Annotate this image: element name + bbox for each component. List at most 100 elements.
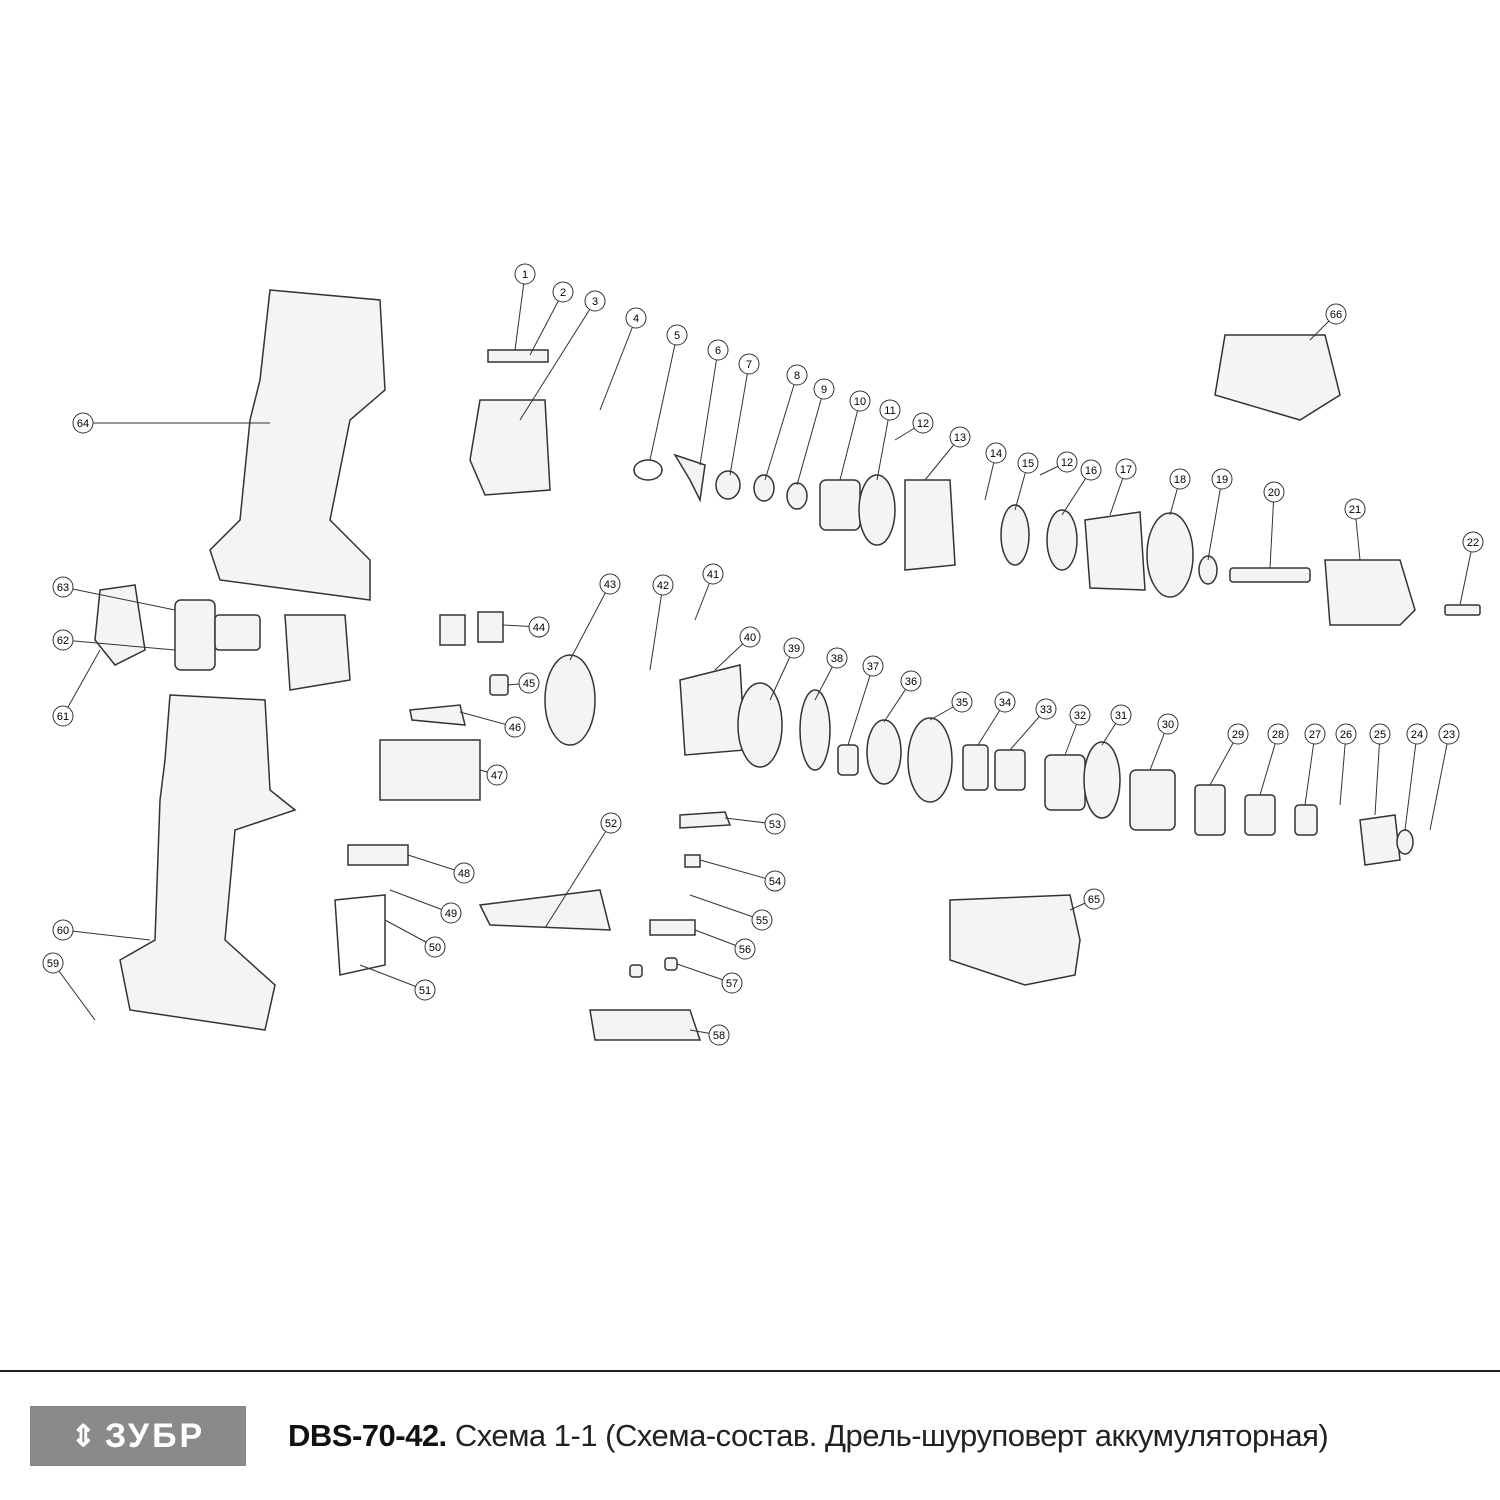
- callout-number: 64: [77, 418, 89, 430]
- part-callout: 25: [1369, 723, 1391, 745]
- callout-number: 36: [905, 676, 917, 688]
- part-callout: 60: [52, 919, 74, 941]
- part-callout: 51: [414, 979, 436, 1001]
- callout-circle: [1335, 723, 1357, 745]
- callout-number: 49: [445, 908, 457, 920]
- callout-number: 14: [990, 448, 1002, 460]
- part-callout: 57: [721, 972, 743, 994]
- callout-number: 23: [1443, 729, 1455, 741]
- callout-number: 55: [756, 915, 768, 927]
- callout-number: 3: [592, 296, 598, 308]
- callout-number: 58: [713, 1030, 725, 1042]
- leader-line: [699, 349, 719, 466]
- part-callout: 54: [764, 870, 786, 892]
- battery-pack: [949, 894, 1081, 986]
- part-callout: 44: [528, 616, 550, 638]
- callout-circle: [951, 691, 973, 713]
- callout-circle: [786, 364, 808, 386]
- leader-line: [52, 962, 96, 1021]
- callout-circle: [764, 870, 786, 892]
- callout-number: 5: [674, 330, 680, 342]
- leader-line: [1259, 733, 1279, 796]
- callout-circle: [1462, 531, 1484, 553]
- callout-number: 7: [746, 359, 752, 371]
- callout-circle: [440, 902, 462, 924]
- part-callout: 32: [1069, 704, 1091, 726]
- motor-stator: [284, 614, 351, 691]
- callout-circle: [518, 672, 540, 694]
- part-callout: 19: [1211, 468, 1233, 490]
- callout-circle: [1035, 698, 1057, 720]
- part-callout: 43: [599, 573, 621, 595]
- gearbox-housing: [469, 399, 551, 496]
- leader-line: [599, 317, 637, 411]
- callout-circle: [739, 626, 761, 648]
- callout-number: 28: [1272, 729, 1284, 741]
- brand-arrow-icon: ⇕: [70, 1419, 99, 1453]
- callout-circle: [514, 263, 536, 285]
- part-callout: 3: [584, 290, 606, 312]
- callout-number: 11: [884, 405, 895, 417]
- leader-line: [62, 929, 151, 941]
- callout-number: 10: [854, 396, 866, 408]
- callout-number: 43: [604, 579, 616, 591]
- callout-circle: [751, 909, 773, 931]
- part-callout: 42: [652, 574, 674, 596]
- callout-circle: [1267, 723, 1289, 745]
- part-callout: 34: [994, 691, 1016, 713]
- callout-number: 15: [1022, 458, 1034, 470]
- callout-circle: [949, 426, 971, 448]
- leader-line: [569, 583, 611, 661]
- part-callout: 26: [1335, 723, 1357, 745]
- callout-number: 52: [605, 818, 617, 830]
- part-callout: 49: [440, 902, 462, 924]
- callout-number: 44: [533, 622, 545, 634]
- housing-half-right: [119, 694, 297, 1031]
- callout-circle: [52, 576, 74, 598]
- callout-circle: [1227, 723, 1249, 745]
- callout-circle: [1017, 452, 1039, 474]
- part-callout: 65: [1083, 888, 1105, 910]
- callout-circle: [879, 399, 901, 421]
- callout-circle: [994, 691, 1016, 713]
- callout-circle: [52, 629, 74, 651]
- leader-line: [876, 409, 891, 481]
- part-callout: 7: [738, 353, 760, 375]
- part-callout: 64: [72, 412, 94, 434]
- callout-number: 32: [1074, 710, 1086, 722]
- motor-end-cap: [94, 584, 146, 666]
- part-callout: 29: [1227, 723, 1249, 745]
- leader-line: [62, 586, 176, 611]
- callout-number: 65: [1088, 894, 1100, 906]
- part-callout: 28: [1267, 723, 1289, 745]
- part-callout: 38: [826, 647, 848, 669]
- part-callout: 22: [1462, 531, 1484, 553]
- fan: [174, 599, 216, 671]
- callout-circle: [584, 290, 606, 312]
- callout-number: 35: [956, 697, 968, 709]
- callout-number: 66: [1330, 309, 1342, 321]
- callout-number: 40: [744, 632, 756, 644]
- footer-divider: [0, 1370, 1500, 1372]
- part-callout: 2: [552, 281, 574, 303]
- part-callout: 52: [600, 812, 622, 834]
- callout-circle: [1263, 481, 1285, 503]
- leader-line: [1207, 478, 1223, 561]
- diagram-caption: Схема 1-1 (Схема-состав. Дрель-шуруповер…: [454, 1418, 1329, 1453]
- callout-number: 18: [1174, 474, 1186, 486]
- part-callout: 16: [1080, 459, 1102, 481]
- callout-circle: [1406, 723, 1428, 745]
- callout-number: 9: [821, 384, 827, 396]
- callout-circle: [1325, 303, 1347, 325]
- leader-line: [699, 859, 776, 882]
- callout-circle: [504, 716, 526, 738]
- callout-number: 60: [57, 925, 69, 937]
- leader-line: [389, 889, 452, 914]
- callout-number: 63: [57, 582, 69, 594]
- callout-number: 27: [1309, 729, 1321, 741]
- callout-number: 61: [57, 711, 69, 723]
- part-callout: 13: [949, 426, 971, 448]
- brand-name: ЗУБР: [104, 1416, 206, 1455]
- leader-line: [62, 649, 101, 717]
